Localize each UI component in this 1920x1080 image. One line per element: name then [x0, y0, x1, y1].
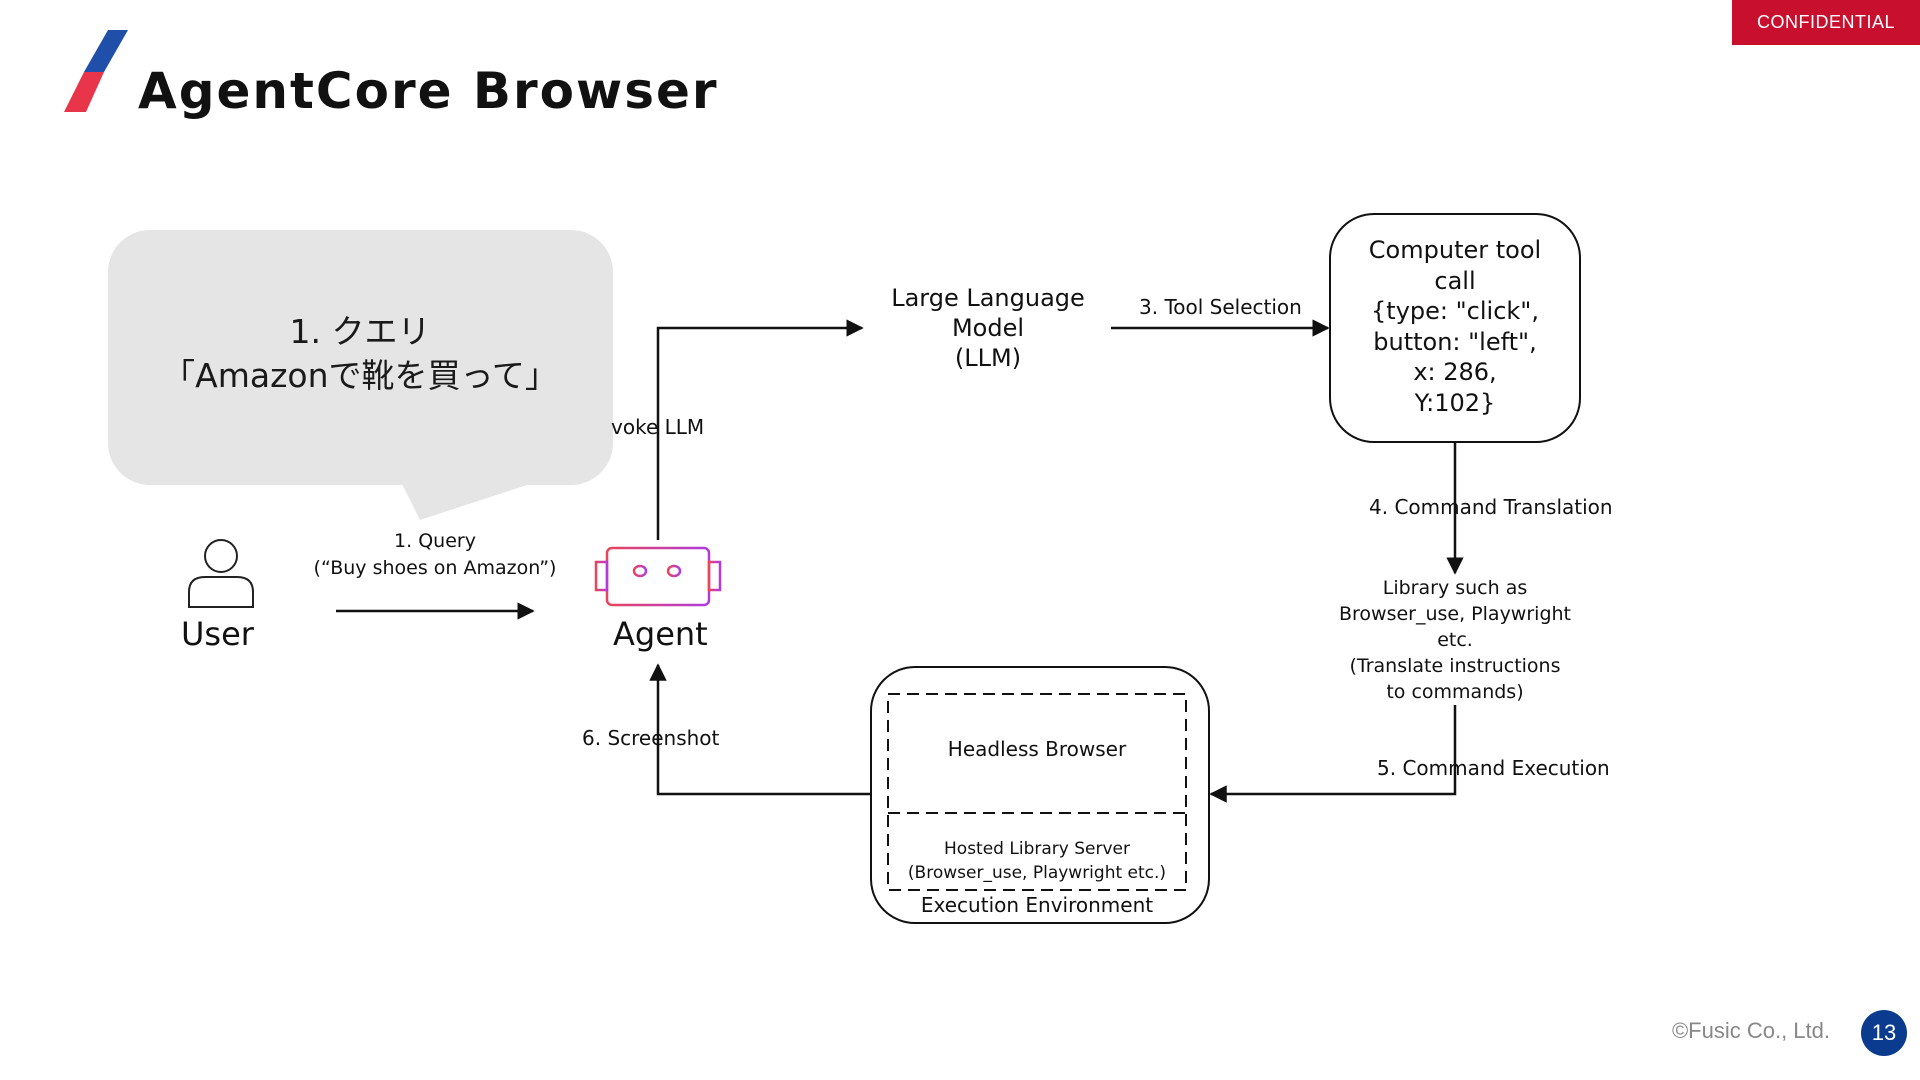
robot-icon [594, 546, 722, 607]
tool-call-line: Y:102} [1414, 388, 1496, 417]
execution-environment-label: Execution Environment [920, 893, 1154, 917]
command-translation-edge-label: 4. Command Translation [1369, 495, 1613, 519]
tool-call-line: button: "left", [1373, 327, 1537, 356]
tool-call-line: x: 286, [1413, 358, 1497, 386]
library-label: Library such as Browser_use, Playwright … [1315, 575, 1595, 705]
query-line: 1. Query [394, 530, 476, 552]
tool-call-line: Computer tool [1368, 236, 1542, 264]
screenshot-edge-label: 6. Screenshot [582, 726, 720, 750]
page-number-badge: 13 [1861, 1010, 1907, 1056]
invoke-llm-edge-label: voke LLM [611, 415, 705, 439]
library-line: Library such as [1382, 577, 1528, 599]
user-label: User [181, 615, 254, 653]
bubble-line-2: 「Amazonで靴を買って」 [162, 356, 558, 395]
library-line: etc. [1437, 629, 1473, 651]
screenshot-arrow [649, 663, 871, 796]
hosted-library-line: Hosted Library Server [944, 839, 1130, 859]
speech-bubble [108, 230, 613, 520]
library-line: Browser_use, Playwright [1338, 603, 1571, 625]
command-execution-arrow [1209, 705, 1457, 803]
hosted-library-line: (Browser_use, Playwright etc.) [907, 863, 1167, 883]
tool-call-label: Computer tool call {type: "click", butto… [1330, 235, 1580, 418]
llm-line: (LLM) [954, 344, 1022, 372]
query-edge-label: 1. Query (“Buy shoes on Amazon”) [300, 528, 570, 582]
library-line: to commands) [1386, 681, 1524, 703]
user-icon [188, 539, 254, 608]
logo-slash-icon [64, 30, 128, 112]
tool-selection-edge-label: 3. Tool Selection [1139, 295, 1302, 319]
llm-line: Large Language [891, 284, 1085, 312]
tool-call-line: {type: "click", [1371, 297, 1539, 325]
library-line: (Translate instructions [1349, 655, 1561, 677]
bubble-line-1: 1. クエリ [289, 312, 431, 351]
query-line: (“Buy shoes on Amazon”) [313, 557, 557, 579]
speech-bubble-text: 1. クエリ 「Amazonで靴を買って」 [110, 310, 610, 398]
hosted-library-label: Hosted Library Server (Browser_use, Play… [888, 837, 1186, 885]
page-title: AgentCore Browser [138, 62, 719, 120]
copyright-text: ©Fusic Co., Ltd. [1671, 1018, 1830, 1043]
command-execution-edge-label: 5. Command Execution [1377, 756, 1610, 780]
llm-label: Large Language Model (LLM) [868, 283, 1108, 373]
tool-call-line: call [1434, 266, 1476, 295]
confidential-badge: CONFIDENTIAL [1732, 0, 1920, 45]
agent-label: Agent [613, 615, 708, 653]
headless-browser-label: Headless Browser [947, 737, 1127, 761]
llm-line: Model [951, 314, 1025, 342]
invoke-llm-arrow [656, 319, 864, 540]
